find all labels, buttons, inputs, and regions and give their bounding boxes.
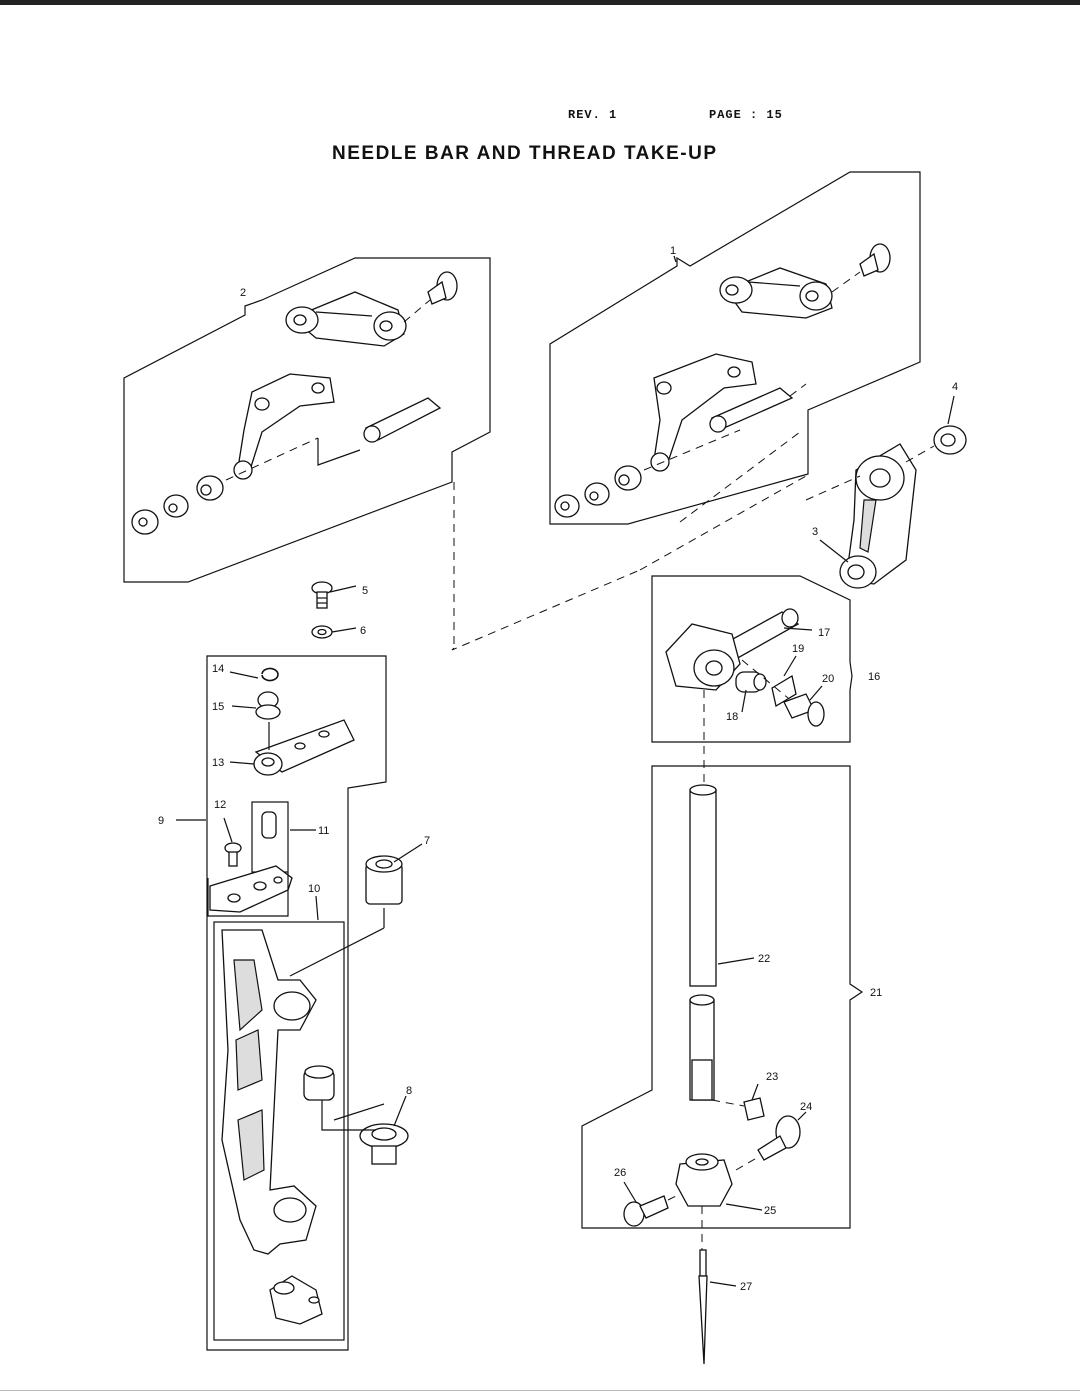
callout-11: 11 xyxy=(318,825,329,837)
callout-24: 24 xyxy=(800,1101,812,1113)
callout-15: 15 xyxy=(212,701,224,713)
callout-26: 26 xyxy=(614,1167,626,1179)
callout-27: 27 xyxy=(740,1281,752,1293)
bushing-part-8 xyxy=(321,1100,409,1165)
page-title: NEEDLE BAR AND THREAD TAKE-UP xyxy=(332,143,718,164)
page-number: PAGE : 15 xyxy=(709,108,783,122)
revision-label: REV. 1 xyxy=(568,108,618,122)
assembly-box-9 xyxy=(206,655,387,1351)
callout-13: 13 xyxy=(212,757,224,769)
callout-4: 4 xyxy=(952,381,958,393)
callout-19: 19 xyxy=(792,643,804,655)
callout-3: 3 xyxy=(812,526,818,538)
assembly-box-2 xyxy=(123,257,491,583)
callout-10: 10 xyxy=(308,883,320,895)
callout-1: 1 xyxy=(670,245,676,257)
callout-9: 9 xyxy=(158,815,164,827)
callout-21: 21 xyxy=(870,987,882,999)
callout-14: 14 xyxy=(212,663,224,675)
washer-part-6 xyxy=(311,625,333,639)
callout-5: 5 xyxy=(362,585,368,597)
screw-part-5 xyxy=(311,581,333,609)
needle-part-27 xyxy=(698,1249,708,1365)
callout-8: 8 xyxy=(406,1085,412,1097)
callout-17: 17 xyxy=(818,627,830,639)
callout-16: 16 xyxy=(868,671,880,683)
bottom-rule xyxy=(0,1390,1080,1391)
callout-18: 18 xyxy=(726,711,738,723)
callout-22: 22 xyxy=(758,953,770,965)
top-edge-strip xyxy=(0,0,1080,5)
callout-12: 12 xyxy=(214,799,226,811)
callout-7: 7 xyxy=(424,835,430,847)
callout-leaders xyxy=(176,255,955,1287)
callout-20: 20 xyxy=(822,673,834,685)
assembly-box-1 xyxy=(549,171,921,525)
callout-25: 25 xyxy=(764,1205,776,1217)
assembly-box-21 xyxy=(581,765,864,1229)
bushing-part-7 xyxy=(289,855,403,977)
callout-23: 23 xyxy=(766,1071,778,1083)
assembly-box-16 xyxy=(651,575,853,743)
callout-6: 6 xyxy=(360,625,366,637)
crank-part-3 xyxy=(805,425,967,589)
callout-2: 2 xyxy=(240,287,246,299)
